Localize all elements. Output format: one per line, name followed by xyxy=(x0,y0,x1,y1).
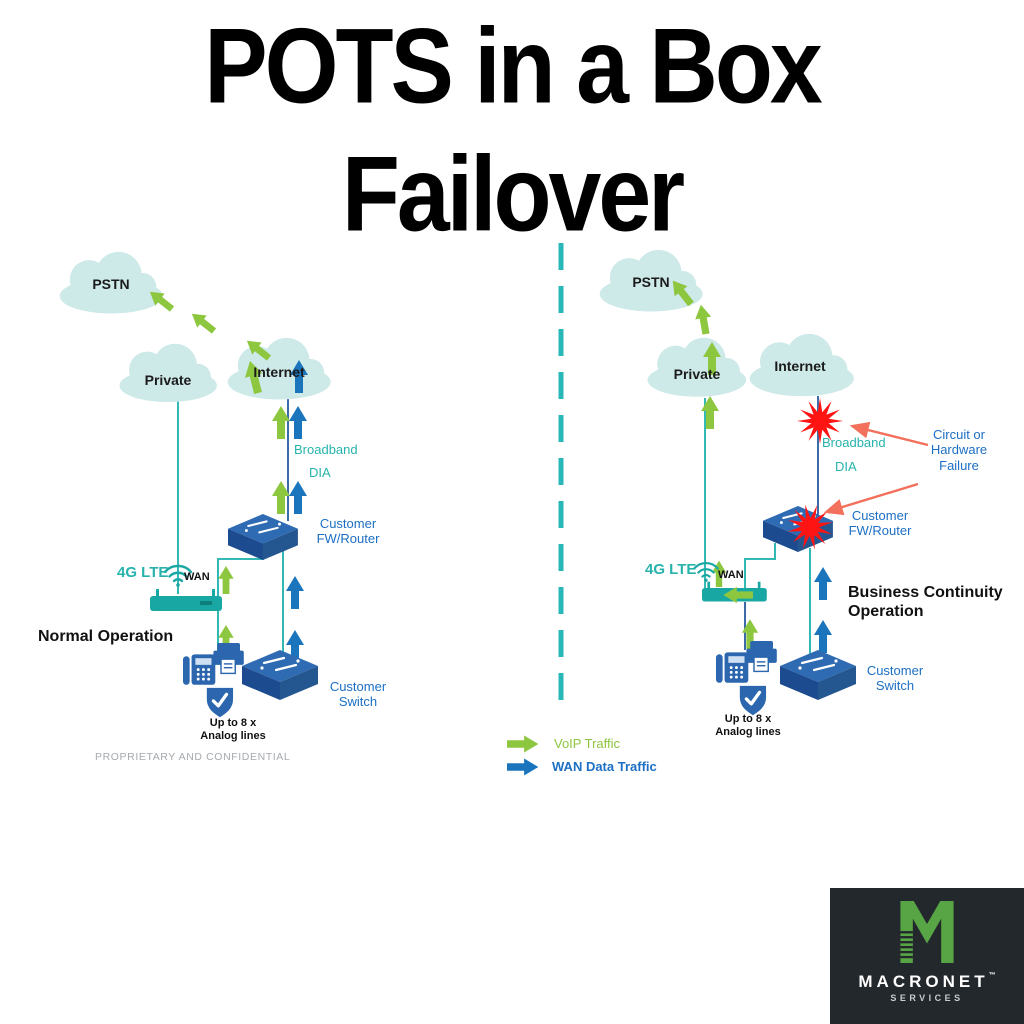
wan-arrows-left xyxy=(286,360,308,663)
4g-lte-label-right: 4G LTE xyxy=(645,561,697,578)
page-title-line1: POTS in a Box xyxy=(204,7,823,127)
internet-label-right: Internet xyxy=(774,358,826,374)
shield-check-icon-left xyxy=(204,685,236,720)
voip-arrow-icon xyxy=(692,303,714,336)
wan-label-right: WAN xyxy=(718,569,744,581)
logo-trademark: ™ xyxy=(988,972,996,979)
pointer-arrow-icon xyxy=(823,482,919,516)
legend-wan-arrow-icon xyxy=(507,758,539,776)
customer-switch-label-right: Customer Switch xyxy=(866,663,924,694)
wan-arrow-icon xyxy=(289,481,307,514)
wan-arrow-icon xyxy=(814,567,832,600)
legend-wan-data-label: WAN Data Traffic xyxy=(552,759,657,774)
devices xyxy=(150,504,858,720)
failure-pointer-arrows xyxy=(823,421,929,516)
customer-switch-label-left: Customer Switch xyxy=(329,679,387,710)
normal-operation-heading: Normal Operation xyxy=(38,628,174,645)
circuit-failure-label: Circuit or Hardware Failure xyxy=(930,427,988,473)
broadband-label-right: Broadband xyxy=(822,435,886,450)
dia-label-left: DIA xyxy=(309,465,331,480)
fw-router-label-left: Customer FW/Router xyxy=(316,516,380,547)
shield-check-icon-right xyxy=(737,683,769,718)
dia-label-right: DIA xyxy=(835,459,857,474)
logo-subtitle: SERVICES xyxy=(890,993,964,1003)
voip-arrow-icon xyxy=(701,396,719,429)
macronet-m-icon xyxy=(900,901,954,963)
voip-arrow-icon xyxy=(218,565,234,594)
pointer-arrow-icon xyxy=(849,421,929,447)
phone-fax-icon-left xyxy=(182,642,245,686)
voip-arrow-icon xyxy=(187,307,219,338)
wan-arrows-right xyxy=(814,567,832,653)
wan-arrow-icon xyxy=(286,576,304,609)
pots-box-indicator xyxy=(200,601,212,605)
pstn-label-right: PSTN xyxy=(632,274,670,290)
proprietary-footnote: PROPRIETARY AND CONFIDENTIAL xyxy=(95,751,291,763)
legend-voip-label: VoIP Traffic xyxy=(554,736,621,751)
logo-brand-name: MACRONET™ xyxy=(858,972,995,992)
broadband-label-left: Broadband xyxy=(294,442,358,457)
analog-lines-label-right: Up to 8 x Analog lines xyxy=(715,713,781,738)
customer-switch-icon-left xyxy=(240,648,320,702)
internet-label-left: Internet xyxy=(253,364,305,380)
customer-switch-icon-right xyxy=(778,648,858,702)
page-title-line2: Failover xyxy=(341,135,685,254)
pots-box-device-left xyxy=(150,589,222,611)
fw-router-label-right: Customer FW/Router xyxy=(848,508,912,539)
private-label-right: Private xyxy=(673,366,721,382)
wan-arrow-icon xyxy=(814,620,832,653)
4g-lte-label-left: 4G LTE xyxy=(117,564,169,581)
wan-label-left: WAN xyxy=(184,571,210,583)
business-continuity-heading: Business Continuity Operation xyxy=(848,584,1003,620)
private-label-left: Private xyxy=(144,372,192,388)
pstn-label-left: PSTN xyxy=(92,276,130,292)
legend-voip-arrow-icon xyxy=(507,735,539,753)
wan-arrow-icon xyxy=(289,406,307,439)
macronet-logo: MACRONET™ SERVICES xyxy=(830,888,1024,1024)
logo-brand-text: MACRONET xyxy=(858,972,989,991)
legend-arrow-icons xyxy=(507,735,539,776)
analog-lines-label-left: Up to 8 x Analog lines xyxy=(200,717,266,742)
